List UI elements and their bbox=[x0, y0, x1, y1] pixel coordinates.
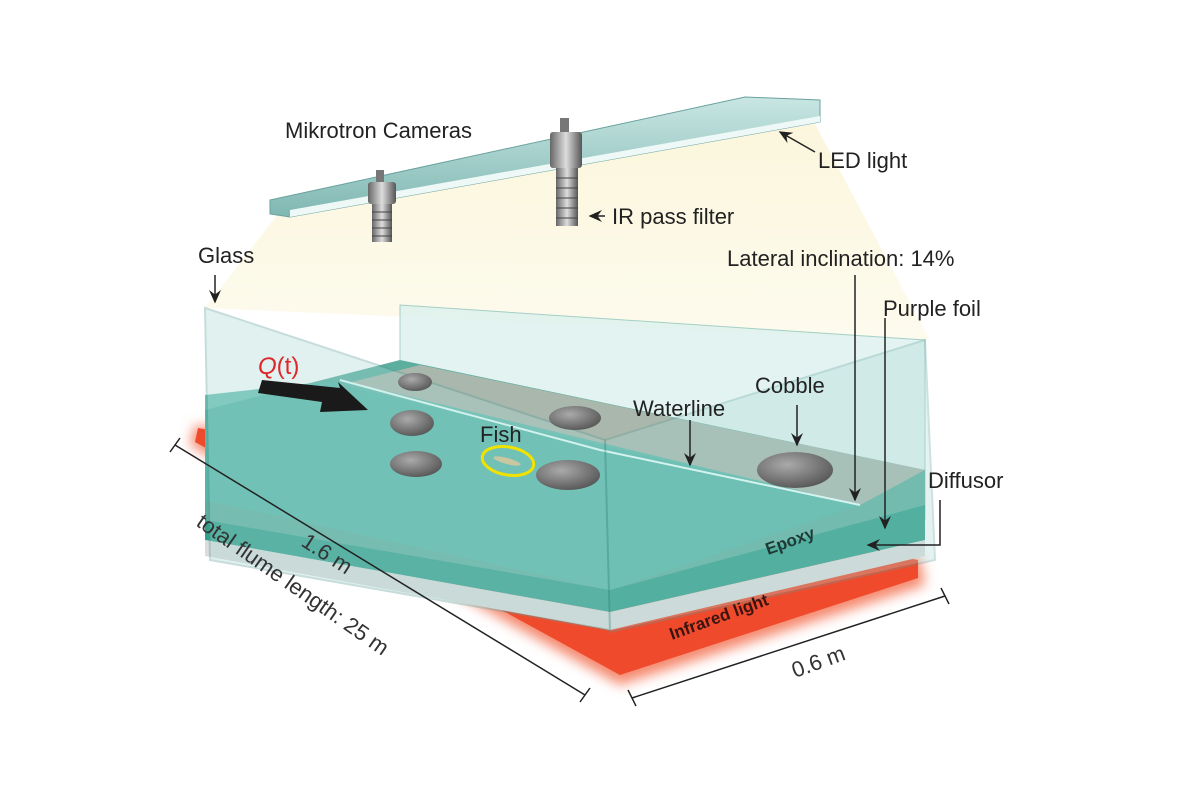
side-glass bbox=[603, 338, 937, 634]
label-fish: Fish bbox=[480, 422, 522, 447]
label-cameras: Mikrotron Cameras bbox=[285, 118, 472, 143]
label-purple-foil: Purple foil bbox=[883, 296, 981, 321]
label-flow-q: Q bbox=[258, 353, 277, 380]
label-lateral-inclination: Lateral inclination: 14% bbox=[727, 246, 954, 271]
epoxy-layer bbox=[205, 505, 925, 612]
diffusor-layer bbox=[205, 540, 925, 630]
label-glass: Glass bbox=[198, 243, 254, 268]
cobbles bbox=[390, 373, 833, 490]
label-waterline: Waterline bbox=[633, 396, 725, 421]
label-cobble: Cobble bbox=[755, 373, 825, 398]
water bbox=[205, 380, 860, 590]
fish-icon bbox=[493, 456, 521, 466]
annotation-arrows bbox=[209, 131, 941, 551]
label-led-light: LED light bbox=[818, 148, 907, 173]
flow-arrow bbox=[258, 380, 368, 412]
label-flow-t: (t) bbox=[277, 353, 300, 380]
waterline bbox=[339, 379, 861, 506]
camera-left bbox=[368, 170, 396, 242]
dimension-lines bbox=[169, 437, 950, 707]
camera-right bbox=[550, 118, 582, 226]
label-width: 0.6 m bbox=[788, 640, 848, 682]
fish-marker bbox=[480, 444, 536, 478]
label-diffusor: Diffusor bbox=[928, 468, 1003, 493]
label-flow: Q(t) bbox=[258, 353, 299, 380]
label-ir-pass-filter: IR pass filter bbox=[612, 204, 734, 229]
light-cone bbox=[205, 124, 930, 340]
